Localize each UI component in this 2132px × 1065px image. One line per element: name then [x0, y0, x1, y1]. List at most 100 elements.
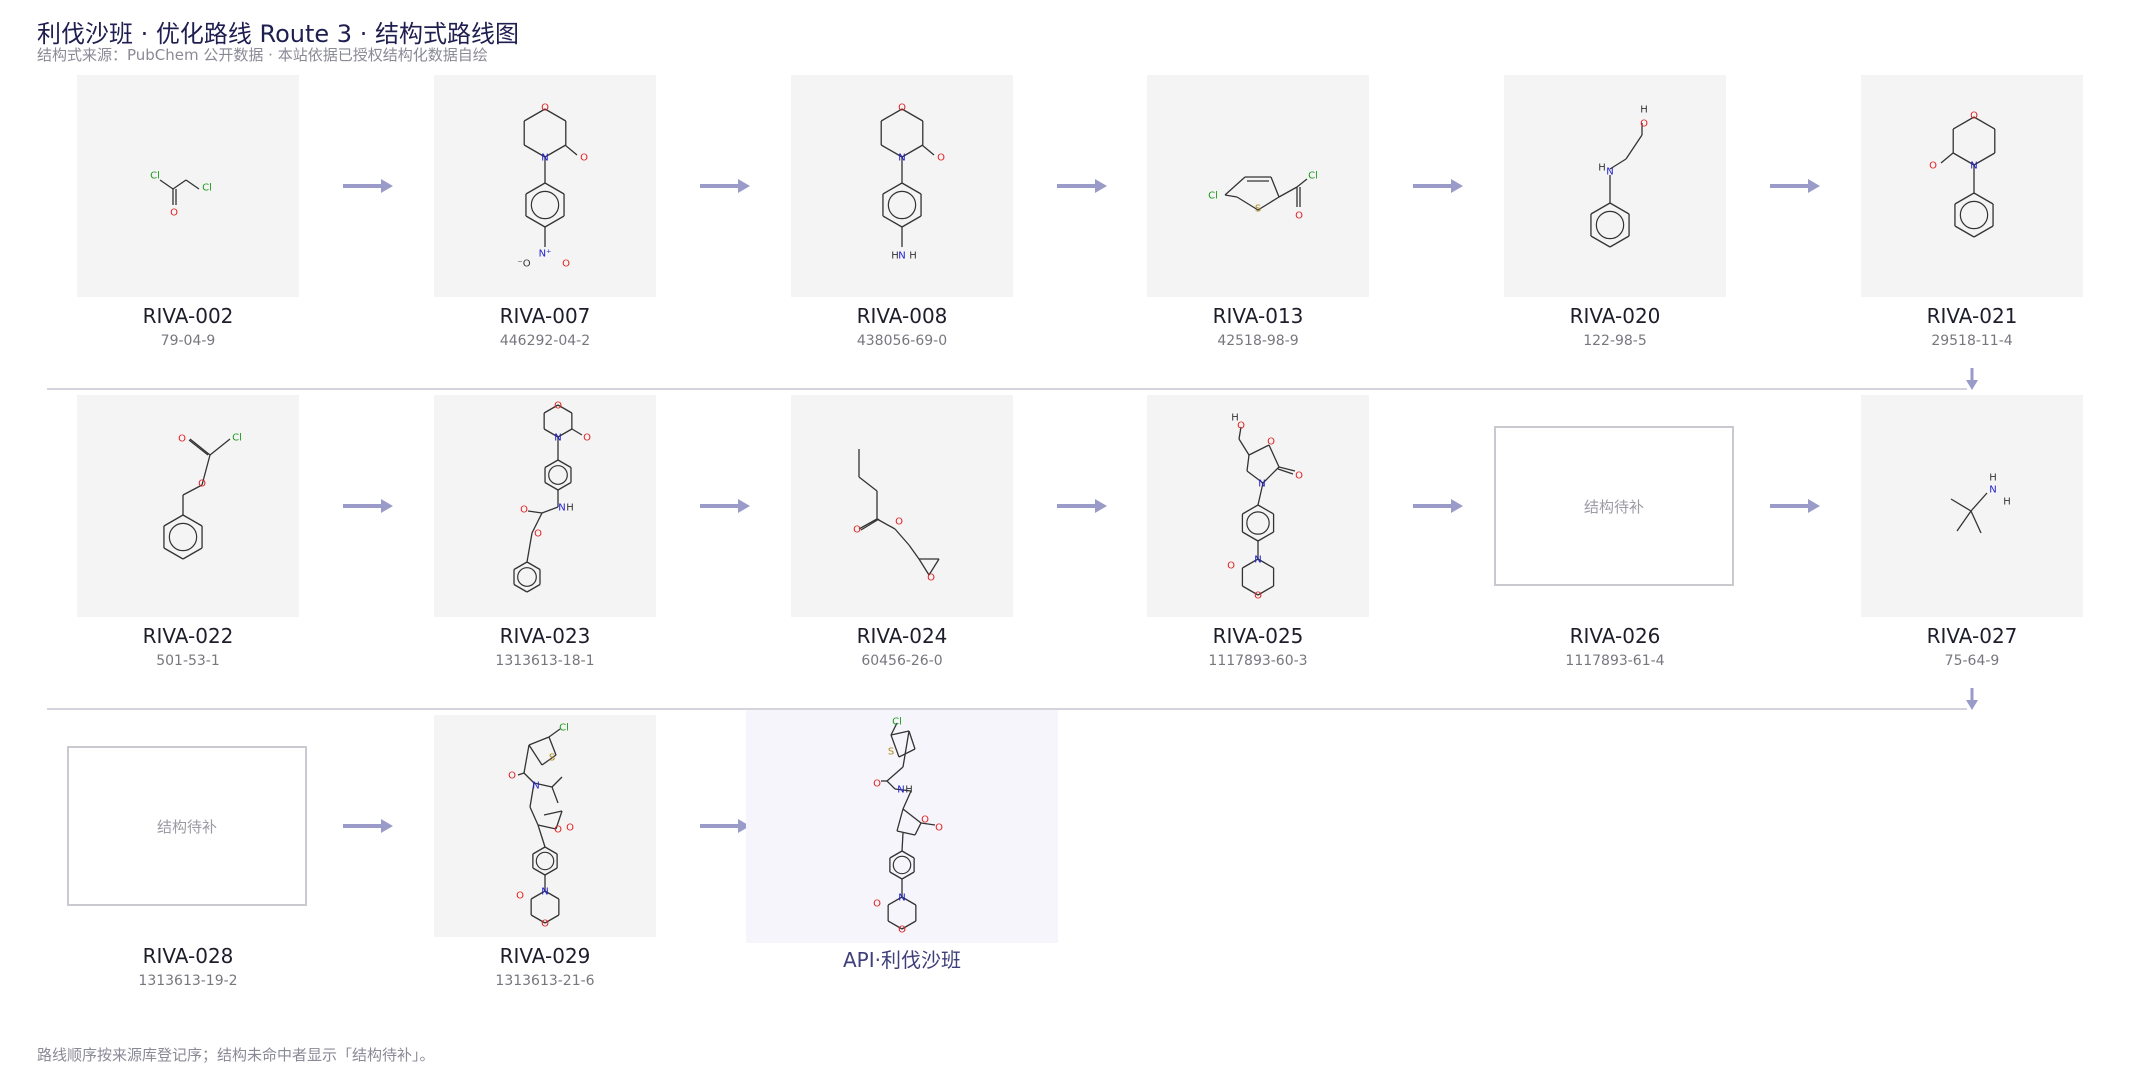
compound-code: RIVA-008 — [856, 304, 948, 328]
arrow-right-icon — [1770, 498, 1820, 514]
svg-text:H: H — [905, 785, 913, 796]
compound-code: RIVA-022 — [142, 624, 234, 648]
footnote: 路线顺序按来源库登记序；结构未命中者显示「结构待补」。 — [37, 1046, 435, 1064]
svg-text:O: O — [935, 823, 943, 834]
svg-text:O: O — [541, 103, 549, 114]
svg-text:O: O — [554, 825, 562, 836]
svg-text:S: S — [888, 747, 894, 758]
svg-text:N: N — [1970, 161, 1977, 172]
arrow-right-icon — [343, 178, 393, 194]
svg-text:O: O — [1929, 161, 1937, 172]
svg-text:H: H — [566, 503, 574, 514]
compound-code: RIVA-026 — [1569, 624, 1661, 648]
svg-text:O: O — [1237, 421, 1245, 432]
svg-text:O: O — [566, 823, 574, 834]
svg-text:H: H — [2003, 497, 2011, 508]
arrow-right-icon — [1057, 498, 1107, 514]
cas-number: 75-64-9 — [1944, 653, 2000, 669]
svg-text:H: H — [1640, 105, 1648, 116]
compound-code: RIVA-028 — [142, 944, 234, 968]
svg-text:N: N — [554, 433, 561, 444]
svg-text:O: O — [873, 899, 881, 910]
arrow-right-icon — [1413, 498, 1463, 514]
svg-text:O: O — [898, 925, 906, 936]
svg-text:Cl: Cl — [1208, 191, 1218, 202]
cas-number: 1313613-21-6 — [495, 973, 595, 989]
svg-text:O: O — [1970, 111, 1978, 122]
svg-text:Cl: Cl — [559, 723, 569, 734]
svg-text:O: O — [921, 815, 929, 826]
svg-text:N: N — [898, 153, 905, 164]
svg-text:O: O — [927, 573, 935, 584]
cas-number: 501-53-1 — [156, 653, 220, 669]
compound-code: RIVA-024 — [856, 624, 948, 648]
compound-code: RIVA-025 — [1212, 624, 1304, 648]
arrow-right-icon — [700, 178, 750, 194]
svg-text:O: O — [1640, 119, 1648, 130]
arrow-right-icon — [343, 818, 393, 834]
svg-text:O: O — [516, 891, 524, 902]
svg-text:O: O — [562, 259, 570, 270]
structure-svg: ClS ClO — [1208, 171, 1318, 222]
svg-text:S: S — [1255, 204, 1261, 215]
svg-text:Cl: Cl — [202, 183, 212, 194]
svg-text:O: O — [520, 505, 528, 516]
cas-number: 446292-04-2 — [499, 333, 591, 349]
cas-number: 29518-11-4 — [1931, 333, 2013, 349]
cas-number: 60456-26-0 — [861, 653, 943, 669]
svg-text:N: N — [541, 887, 548, 898]
svg-text:N: N — [1258, 479, 1265, 490]
compound-code: RIVA-021 — [1926, 304, 2018, 328]
svg-text:O: O — [1227, 561, 1235, 572]
svg-text:N: N — [1989, 485, 1996, 496]
arrow-down-icon — [1964, 688, 1980, 710]
svg-text:Cl: Cl — [232, 433, 242, 444]
svg-text:H: H — [1989, 473, 1997, 484]
svg-text:N: N — [898, 251, 905, 262]
compound-code: RIVA-002 — [142, 304, 234, 328]
compound-code: RIVA-007 — [499, 304, 591, 328]
arrow-right-icon — [700, 818, 750, 834]
svg-text:O: O — [170, 208, 178, 219]
row-divider — [47, 388, 1967, 390]
structure-image: O N O — [1861, 75, 2083, 297]
svg-text:O: O — [534, 529, 542, 540]
svg-text:N: N — [897, 785, 904, 796]
svg-text:⁻O: ⁻O — [517, 259, 530, 270]
arrow-right-icon — [343, 498, 393, 514]
svg-text:H: H — [909, 251, 917, 262]
svg-text:O: O — [583, 433, 591, 444]
cas-number: 1117893-61-4 — [1565, 653, 1665, 669]
page-subtitle: 结构式来源：PubChem 公开数据 · 本站依据已授权结构化数据自绘 — [37, 46, 488, 64]
svg-text:H: H — [891, 251, 899, 262]
arrow-right-icon — [1413, 178, 1463, 194]
svg-text:N: N — [1606, 167, 1613, 178]
svg-text:N: N — [558, 503, 565, 514]
page-title: 利伐沙班 · 优化路线 Route 3 · 结构式路线图 — [37, 20, 519, 48]
svg-text:O: O — [895, 517, 903, 528]
svg-text:O: O — [508, 771, 516, 782]
svg-text:O: O — [580, 153, 588, 164]
svg-text:Cl: Cl — [1308, 171, 1318, 182]
svg-text:H: H — [1598, 163, 1606, 174]
api-highlight — [746, 709, 1058, 943]
structure-svg: HNH — [1950, 473, 2011, 534]
svg-text:O: O — [1295, 211, 1303, 222]
row-divider — [47, 708, 1967, 710]
arrow-down-icon — [1964, 368, 1980, 390]
svg-text:O: O — [554, 401, 562, 412]
